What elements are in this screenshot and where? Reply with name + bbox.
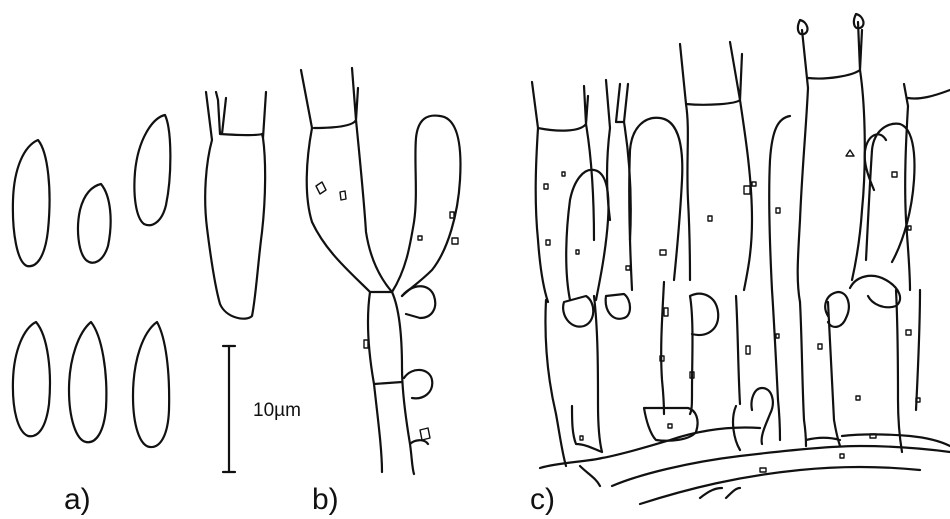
spore-6 (133, 322, 169, 447)
cystidium-b (392, 116, 460, 296)
panel-b-hyphae: b) (301, 68, 460, 516)
panel-a-spores: a) (13, 115, 171, 516)
spore-1 (13, 140, 50, 266)
panel-c-label: c) (530, 483, 555, 516)
subhymenium-b (368, 286, 435, 474)
scale-bar: 10µm (223, 346, 301, 472)
panel-b-label: b) (312, 483, 339, 516)
spore-2 (78, 184, 111, 263)
basidium-outline (205, 92, 266, 319)
spore-4 (13, 322, 50, 436)
basidium (205, 92, 266, 319)
panel-c-hymenium: c) (530, 14, 950, 516)
panel-a-label: a) (64, 483, 91, 516)
spore-5 (69, 322, 106, 442)
scale-bar-label: 10µm (253, 400, 301, 421)
spore-3 (134, 115, 170, 225)
basidium-b-left (301, 68, 392, 292)
